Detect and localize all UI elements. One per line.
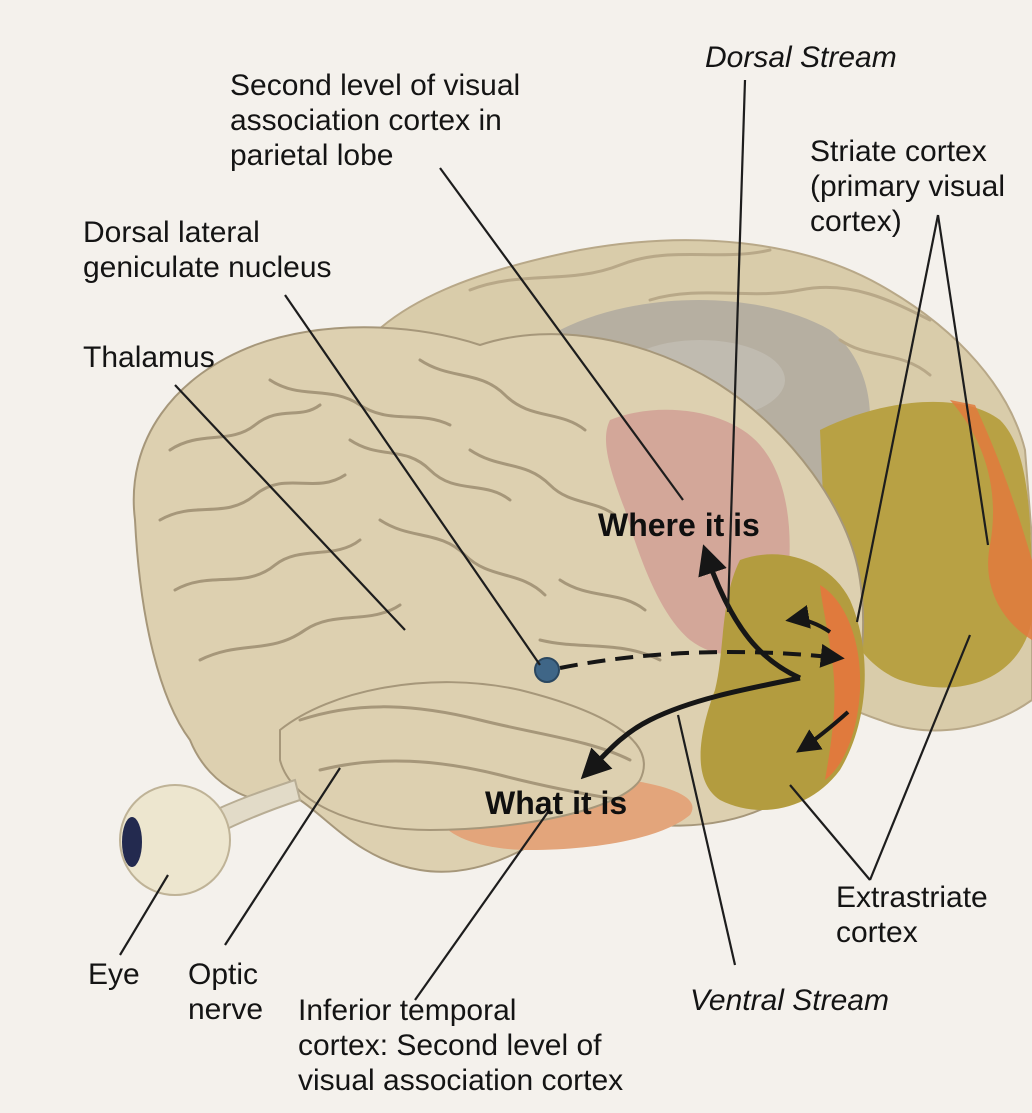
label-where-it-is: Where it is <box>598 507 760 543</box>
pupil <box>122 817 142 867</box>
label-dorsal-lgn: Dorsal lateral geniculate nucleus <box>83 215 332 285</box>
label-extrastriate-cortex: Extrastriate cortex <box>836 880 988 950</box>
label-what-it-is: What it is <box>485 785 627 821</box>
label-eye: Eye <box>88 957 140 992</box>
label-ventral-stream: Ventral Stream <box>690 983 889 1018</box>
label-optic-nerve: Optic nerve <box>188 957 263 1027</box>
label-inferior-temporal: Inferior temporal cortex: Second level o… <box>298 993 623 1098</box>
label-thalamus: Thalamus <box>83 340 215 375</box>
label-striate-cortex: Striate cortex (primary visual cortex) <box>810 134 1005 239</box>
label-second-level-parietal: Second level of visual association corte… <box>230 68 520 173</box>
label-dorsal-stream: Dorsal Stream <box>705 40 897 75</box>
